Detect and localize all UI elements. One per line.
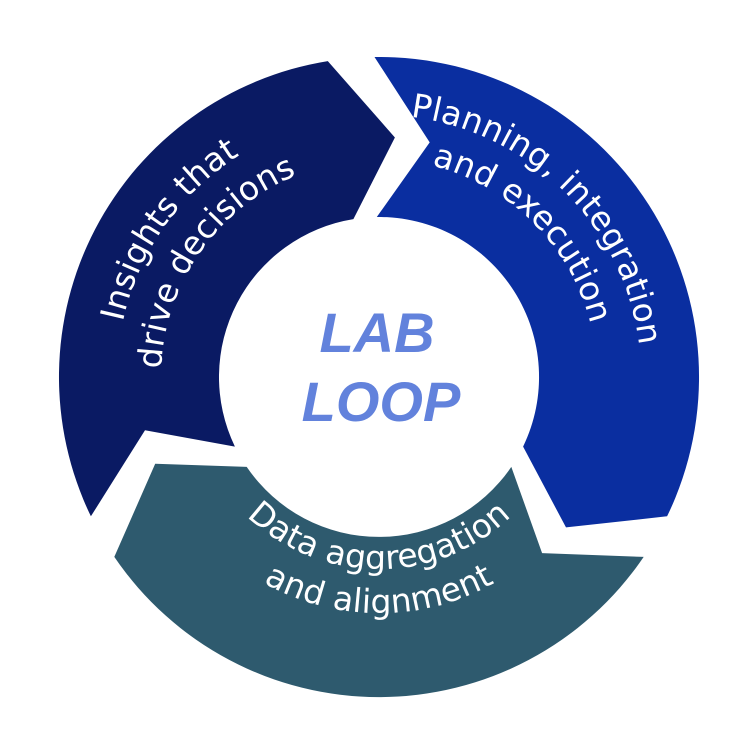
segment-insights-that-drive-decisions [58, 61, 395, 517]
segment-data-aggregation-alignment [114, 463, 644, 698]
center-title-line1: LAB [319, 301, 434, 364]
segment-planning-integration-execution [374, 56, 700, 528]
center-title-line2: LOOP [302, 370, 461, 433]
